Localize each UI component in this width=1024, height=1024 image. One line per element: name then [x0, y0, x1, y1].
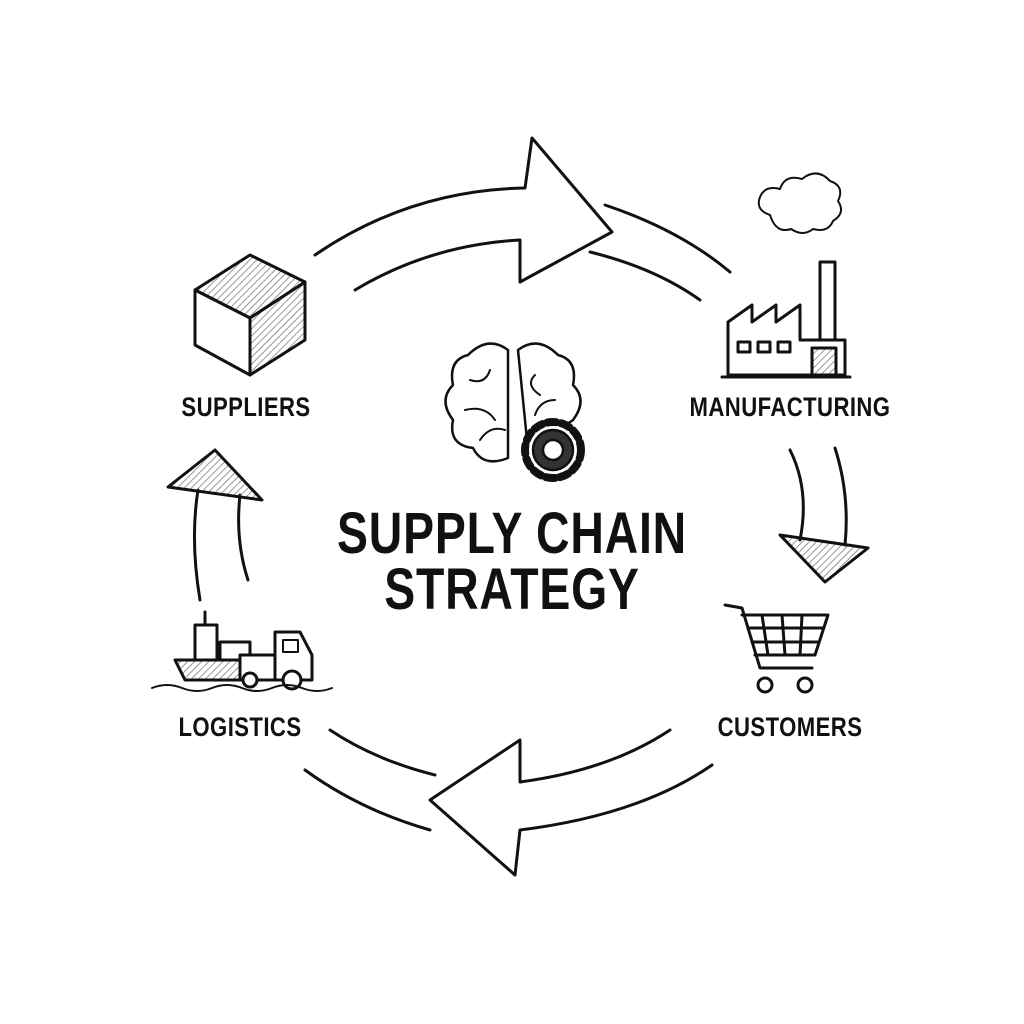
box-icon — [193, 253, 307, 377]
title-line-2: STRATEGY — [384, 557, 640, 622]
arrow-customers-to-logistics — [303, 728, 714, 877]
shopping-cart-icon — [723, 603, 830, 694]
arrow-manufacturing-to-customers — [778, 446, 870, 584]
label-manufacturing: MANUFACTURING — [689, 392, 891, 422]
factory-icon — [720, 172, 852, 379]
ship-truck-icon — [151, 610, 333, 692]
label-logistics: LOGISTICS — [178, 712, 302, 742]
label-suppliers: SUPPLIERS — [181, 392, 311, 422]
brain-gear-icon — [444, 342, 585, 482]
label-customers: CUSTOMERS — [717, 712, 863, 742]
arrow-logistics-to-suppliers — [166, 448, 264, 602]
title-line-1: SUPPLY CHAIN — [337, 501, 687, 566]
arrow-suppliers-to-manufacturing — [313, 136, 732, 302]
